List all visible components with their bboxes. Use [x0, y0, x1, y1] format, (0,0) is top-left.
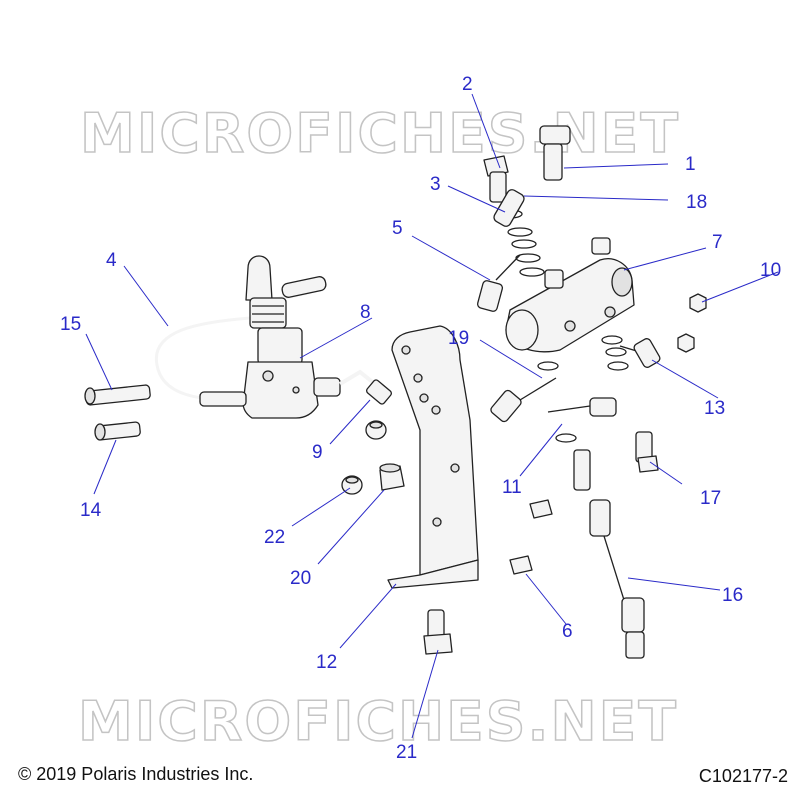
part-17-banjo-bolt: [635, 431, 659, 473]
callout-7: 7: [712, 232, 723, 253]
callout-18: 18: [686, 192, 707, 213]
callouts: 1 2 3 4 5 6 7 8 9 11 12 13 14 15 16 17 1…: [60, 74, 781, 763]
callout-13: 13: [704, 398, 725, 419]
callout-17: 17: [700, 488, 721, 509]
part-19-fitting: [490, 361, 559, 423]
part-20-grommet: [379, 463, 405, 491]
figure-id: C102177-2: [698, 766, 788, 786]
watermark-bottom: MICROFICHES.NET: [78, 690, 678, 753]
part-18-fitting: [493, 189, 525, 227]
callout-5: 5: [392, 218, 403, 239]
callout-19: 19: [448, 328, 469, 349]
callout-22: 22: [264, 527, 285, 548]
watermark-top: MICROFICHES.NET: [80, 102, 680, 165]
part-10-nuts: [677, 293, 707, 353]
part-15-bolt: [84, 384, 151, 406]
callout-15: 15: [60, 314, 81, 335]
part-7-block: [505, 237, 635, 353]
part-6-bolts: [509, 499, 553, 575]
callout-1: 1: [685, 154, 696, 175]
part-5-fitting: [476, 254, 521, 312]
leader-lines: [85, 93, 779, 739]
part-21-bolt: [423, 609, 453, 655]
callout-4: 4: [106, 250, 117, 271]
callout-10: 10: [760, 260, 781, 281]
part-2-banjo-bolt: [483, 155, 509, 203]
part-1-pressure-switch: [539, 125, 571, 181]
part-11-fitting: [547, 397, 617, 443]
part-8-valve: [199, 255, 392, 419]
callout-20: 20: [290, 568, 311, 589]
part-16-sensor: [573, 449, 645, 659]
callout-9: 9: [312, 442, 323, 463]
copyright-text: © 2019 Polaris Industries Inc.: [18, 764, 254, 784]
part-14-bolt: [94, 421, 141, 441]
callout-3: 3: [430, 174, 441, 195]
callout-16: 16: [722, 585, 743, 606]
part-9-grommet: [365, 420, 387, 440]
part-13-fitting: [601, 335, 661, 371]
callout-12: 12: [316, 652, 337, 673]
callout-11: 11: [502, 477, 522, 498]
callout-21: 21: [396, 742, 417, 763]
callout-14: 14: [80, 500, 102, 521]
callout-6: 6: [562, 621, 573, 642]
part-12-bracket: [387, 325, 479, 589]
callout-2: 2: [462, 74, 473, 95]
callout-8: 8: [360, 302, 371, 323]
